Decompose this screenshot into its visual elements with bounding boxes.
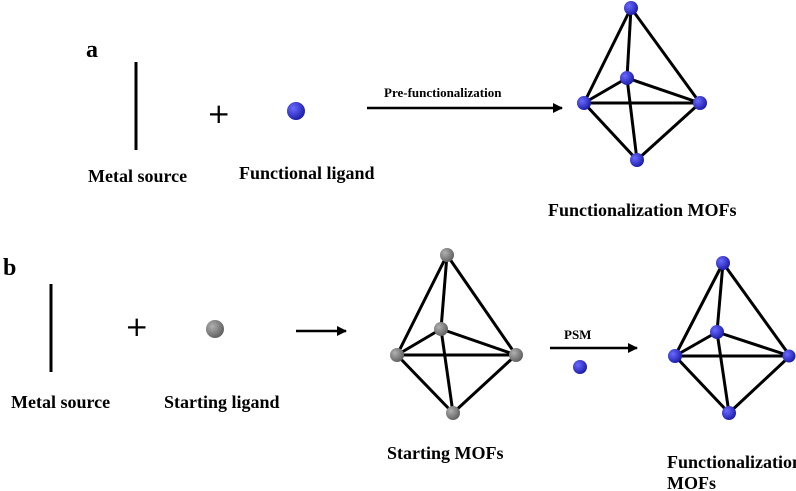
psm-ligand-ball (573, 360, 587, 374)
starting-ligand-ball (206, 320, 224, 338)
functional-ligand-ball (287, 102, 305, 120)
starting-mof (395, 254, 518, 415)
starting-mof-nodes (390, 248, 523, 420)
functionalization-mofs-label-b-line2: MOFs (667, 473, 716, 491)
starting-mofs-label: Starting MOFs (387, 443, 504, 463)
panel-a-letter: a (86, 37, 98, 63)
psm-label: PSM (564, 327, 592, 342)
metal-source-label-a: Metal source (88, 166, 188, 186)
functionalized-mof-a-nodes (577, 1, 707, 167)
plus-sign-b: + (125, 310, 149, 343)
plus-sign-a: + (207, 97, 231, 130)
functionalized-mof-b (673, 262, 792, 415)
panel-b-letter: b (3, 255, 17, 281)
functionalized-mof-b-nodes (668, 256, 796, 420)
starting-ligand-label: Starting ligand (164, 392, 280, 412)
metal-source-label-b: Metal source (11, 392, 111, 412)
pre-functionalization-label: Pre-functionalization (384, 85, 502, 100)
functionalization-mofs-label-b-line1: Functionalization (667, 452, 796, 472)
functionalization-mofs-label-a: Functionalization MOFs (548, 200, 737, 220)
functionalized-mof-a (582, 7, 702, 162)
functional-ligand-label: Functional ligand (239, 163, 375, 183)
